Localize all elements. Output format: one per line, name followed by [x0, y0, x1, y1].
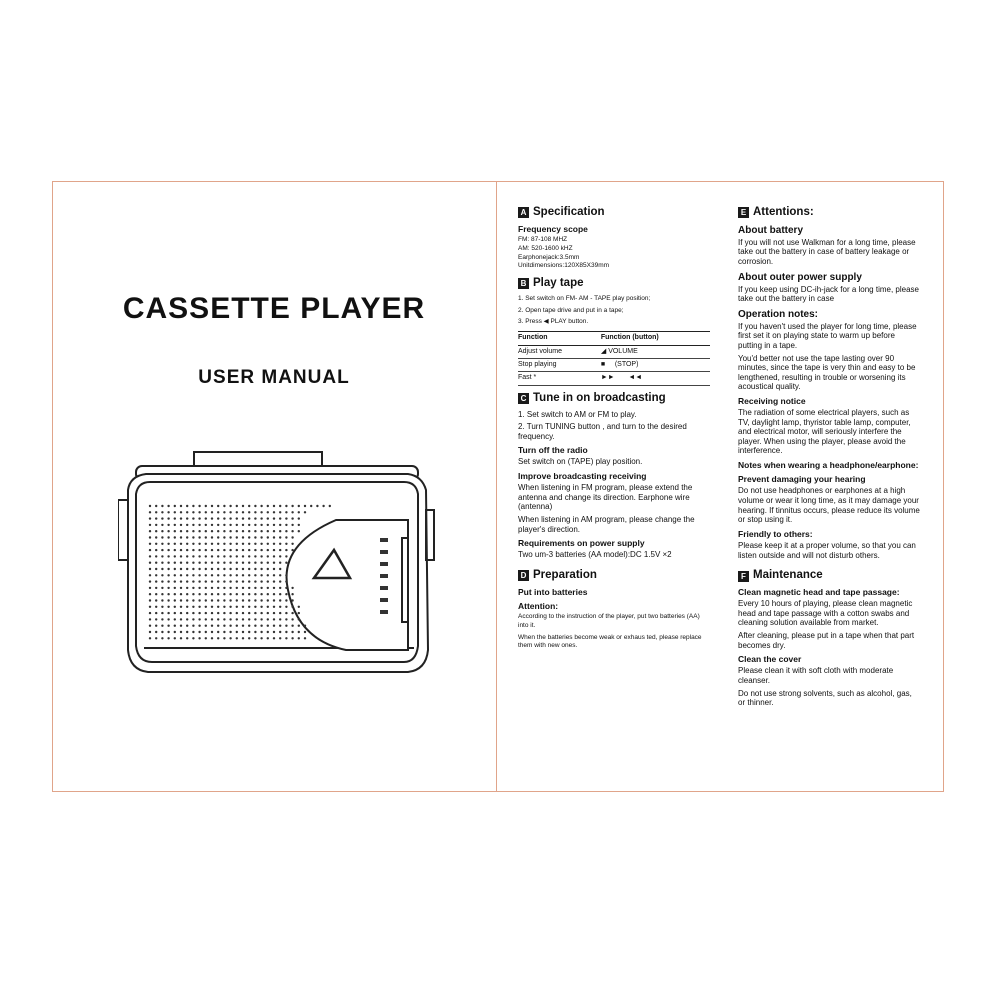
table-cell-function: Adjust volume	[518, 345, 601, 359]
clean-cover-text-1: Please clean it with soft cloth with mod…	[738, 666, 894, 685]
table-cell-button: ■ (STOP)	[600, 358, 710, 373]
clean-cover-heading: Clean the cover	[738, 654, 802, 665]
outer-power-heading: About outer power supply	[738, 271, 862, 283]
cover-subtitle: USER MANUAL	[198, 367, 350, 388]
section-badge: D	[518, 570, 529, 582]
prep-text-1: According to the instruction of the play…	[518, 613, 700, 629]
receiving-heading: Receiving notice	[738, 395, 806, 406]
receiving-text: The radiation of some electrical players…	[738, 408, 911, 456]
improve-heading: Improve broadcasting receiving	[518, 471, 647, 482]
operation-heading: Operation notes:	[738, 308, 819, 320]
clean-head-text-2: After cleaning, please put in a tape whe…	[738, 630, 915, 650]
attention-heading: Attention:	[518, 600, 559, 611]
section-attentions: E Attentions:	[738, 206, 920, 220]
table-row: Fast * ►► ◄◄	[518, 371, 710, 386]
earphone-jack-spec: Earphonejack:3.5mm	[518, 253, 580, 261]
section-preparation: D Preparation	[518, 569, 710, 583]
table-cell-function: Stop playing	[518, 358, 601, 373]
section-title: Attentions:	[753, 206, 814, 218]
turn-off-text: Set switch on (TAPE) play position.	[518, 457, 643, 467]
improve-am-text: When listening in AM program, please cha…	[518, 515, 695, 534]
turn-off-heading: Turn off the radio	[518, 445, 588, 456]
cover-title: CASSETTE PLAYER	[122, 292, 426, 325]
frequency-heading: Frequency scope	[518, 223, 588, 234]
put-batteries-heading: Put into batteries	[518, 586, 588, 597]
battery-heading: About battery	[738, 224, 803, 236]
wearing-heading: Notes when wearing a headphone/earphone:	[738, 460, 919, 471]
speaker-grille	[148, 504, 331, 640]
table-header-button: Function (button)	[600, 331, 710, 346]
function-table: Function Function (button) Adjust volume…	[518, 331, 710, 386]
clean-head-text-1: Every 10 hours of playing, please clean …	[738, 599, 913, 628]
volume-ramp-icon: ◢	[600, 347, 607, 355]
manual-sheet	[52, 181, 944, 792]
broadcast-step-2: 2. Turn TUNING button , and turn to the …	[518, 422, 687, 441]
section-badge: C	[518, 393, 529, 405]
section-title: Specification	[533, 206, 605, 218]
play-step-3-post: PLAY button.	[550, 318, 589, 326]
hearing-heading: Prevent damaging your hearing	[738, 474, 866, 485]
hearing-text: Do not use headphones or earphones at a …	[738, 486, 920, 525]
friendly-text: Please keep it at a proper volume, so th…	[738, 541, 916, 560]
table-cell-button: ◢ VOLUME	[600, 345, 710, 359]
play-step-3: 3. Press ◀ PLAY button.	[518, 318, 710, 327]
section-broadcasting: C Tune in on broadcasting	[518, 392, 710, 406]
power-heading: Requirements on power supply	[518, 538, 645, 549]
broadcast-step-1: 1. Set switch to AM or FM to play.	[518, 409, 637, 419]
table-cell-function: Fast *	[518, 371, 601, 386]
dimension-spec: Unitdimensions:120X85X39mm	[518, 262, 610, 270]
battery-text: If you will not use Walkman for a long t…	[738, 237, 916, 266]
section-badge: E	[738, 207, 749, 219]
table-row: Adjust volume ◢ VOLUME	[518, 345, 710, 359]
section-badge: B	[518, 278, 529, 290]
cassette-player-illustration	[118, 451, 435, 673]
play-step-2: 2. Open tape drive and put in a tape;	[518, 306, 624, 314]
clean-head-heading: Clean magnetic head and tape passage:	[738, 587, 900, 597]
section-title: Maintenance	[753, 569, 823, 582]
section-specification: A Specification	[518, 206, 710, 220]
spec-column: A Specification Frequency scope FM: 87-1…	[518, 206, 710, 654]
play-step-1: 1. Set switch on FM- AM - TAPE play posi…	[518, 294, 651, 302]
operation-text-1: If you haven't used the player for long …	[738, 321, 917, 350]
power-text: Two um-3 batteries (AA model):DC 1.5V ×2	[518, 550, 672, 560]
fast-forward-icon: ►►	[600, 374, 615, 382]
section-badge: F	[738, 570, 749, 582]
friendly-heading: Friendly to others:	[738, 528, 813, 539]
section-title: Tune in on broadcasting	[533, 391, 666, 404]
outer-power-text: If you keep using DC-ih-jack for a long …	[738, 284, 919, 304]
am-spec: AM: 520-1600 kHZ	[518, 244, 573, 252]
attentions-column: E Attentions: About battery If you will …	[738, 206, 920, 711]
section-maintenance: F Maintenance	[738, 569, 920, 583]
page-fold-line	[496, 181, 497, 792]
play-arrow-icon: ◀	[543, 318, 549, 326]
table-header-function: Function	[518, 331, 601, 346]
table-row: Stop playing ■ (STOP)	[518, 358, 710, 373]
section-title: Preparation	[533, 569, 597, 581]
table-cell-button: ►► ◄◄	[600, 371, 710, 386]
rewind-icon: ◄◄	[628, 374, 643, 382]
section-title: Play tape	[533, 277, 584, 290]
prep-text-2: When the batteries become weak or exhaus…	[518, 633, 702, 650]
section-badge: A	[518, 207, 529, 219]
clean-cover-text-2: Do not use strong solvents, such as alco…	[738, 688, 912, 708]
stop-square-icon: ■	[600, 360, 606, 368]
fm-spec: FM: 87-108 MHZ	[518, 235, 568, 243]
operation-text-2: You'd better not use the tape lasting ov…	[738, 353, 916, 392]
section-play-tape: B Play tape	[518, 277, 710, 291]
improve-fm-text: When listening in FM program, please ext…	[518, 483, 693, 512]
play-step-3-pre: 3. Press	[518, 318, 542, 326]
